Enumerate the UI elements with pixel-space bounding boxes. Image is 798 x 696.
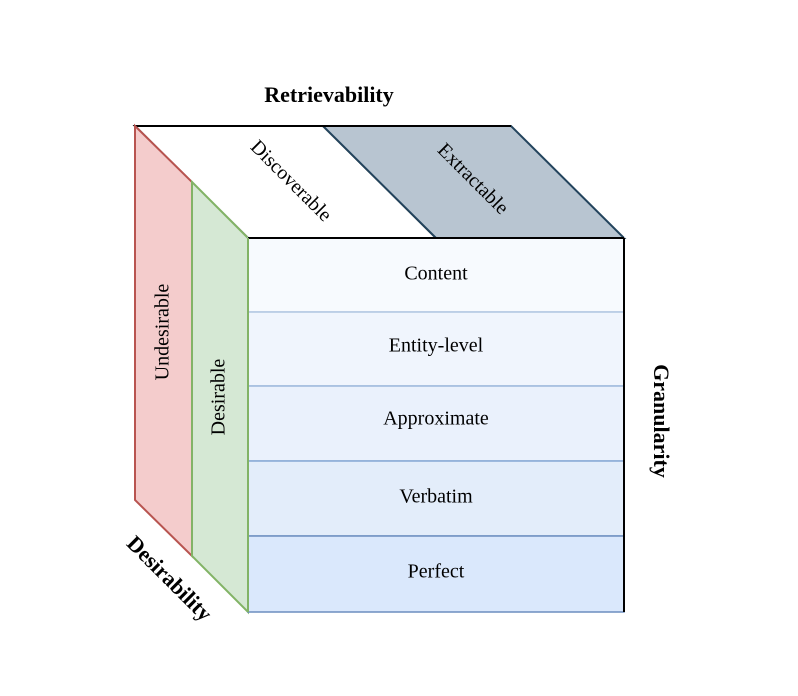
row-label-approximate: Approximate (383, 408, 489, 430)
front-row-approximate (247, 385, 625, 462)
front-row-verbatim (247, 460, 625, 537)
axis-label-granularity: Granularity (649, 364, 674, 478)
axis-label-retrievability: Retrievability (264, 82, 394, 107)
row-label-entity-level: Entity-level (389, 335, 484, 357)
front-row-perfect (247, 535, 625, 613)
row-label-content: Content (404, 263, 468, 285)
row-label-perfect: Perfect (408, 561, 465, 583)
side-label-undesirable: Undesirable (152, 284, 174, 381)
side-label-desirable: Desirable (208, 359, 230, 436)
row-label-verbatim: Verbatim (399, 486, 473, 508)
